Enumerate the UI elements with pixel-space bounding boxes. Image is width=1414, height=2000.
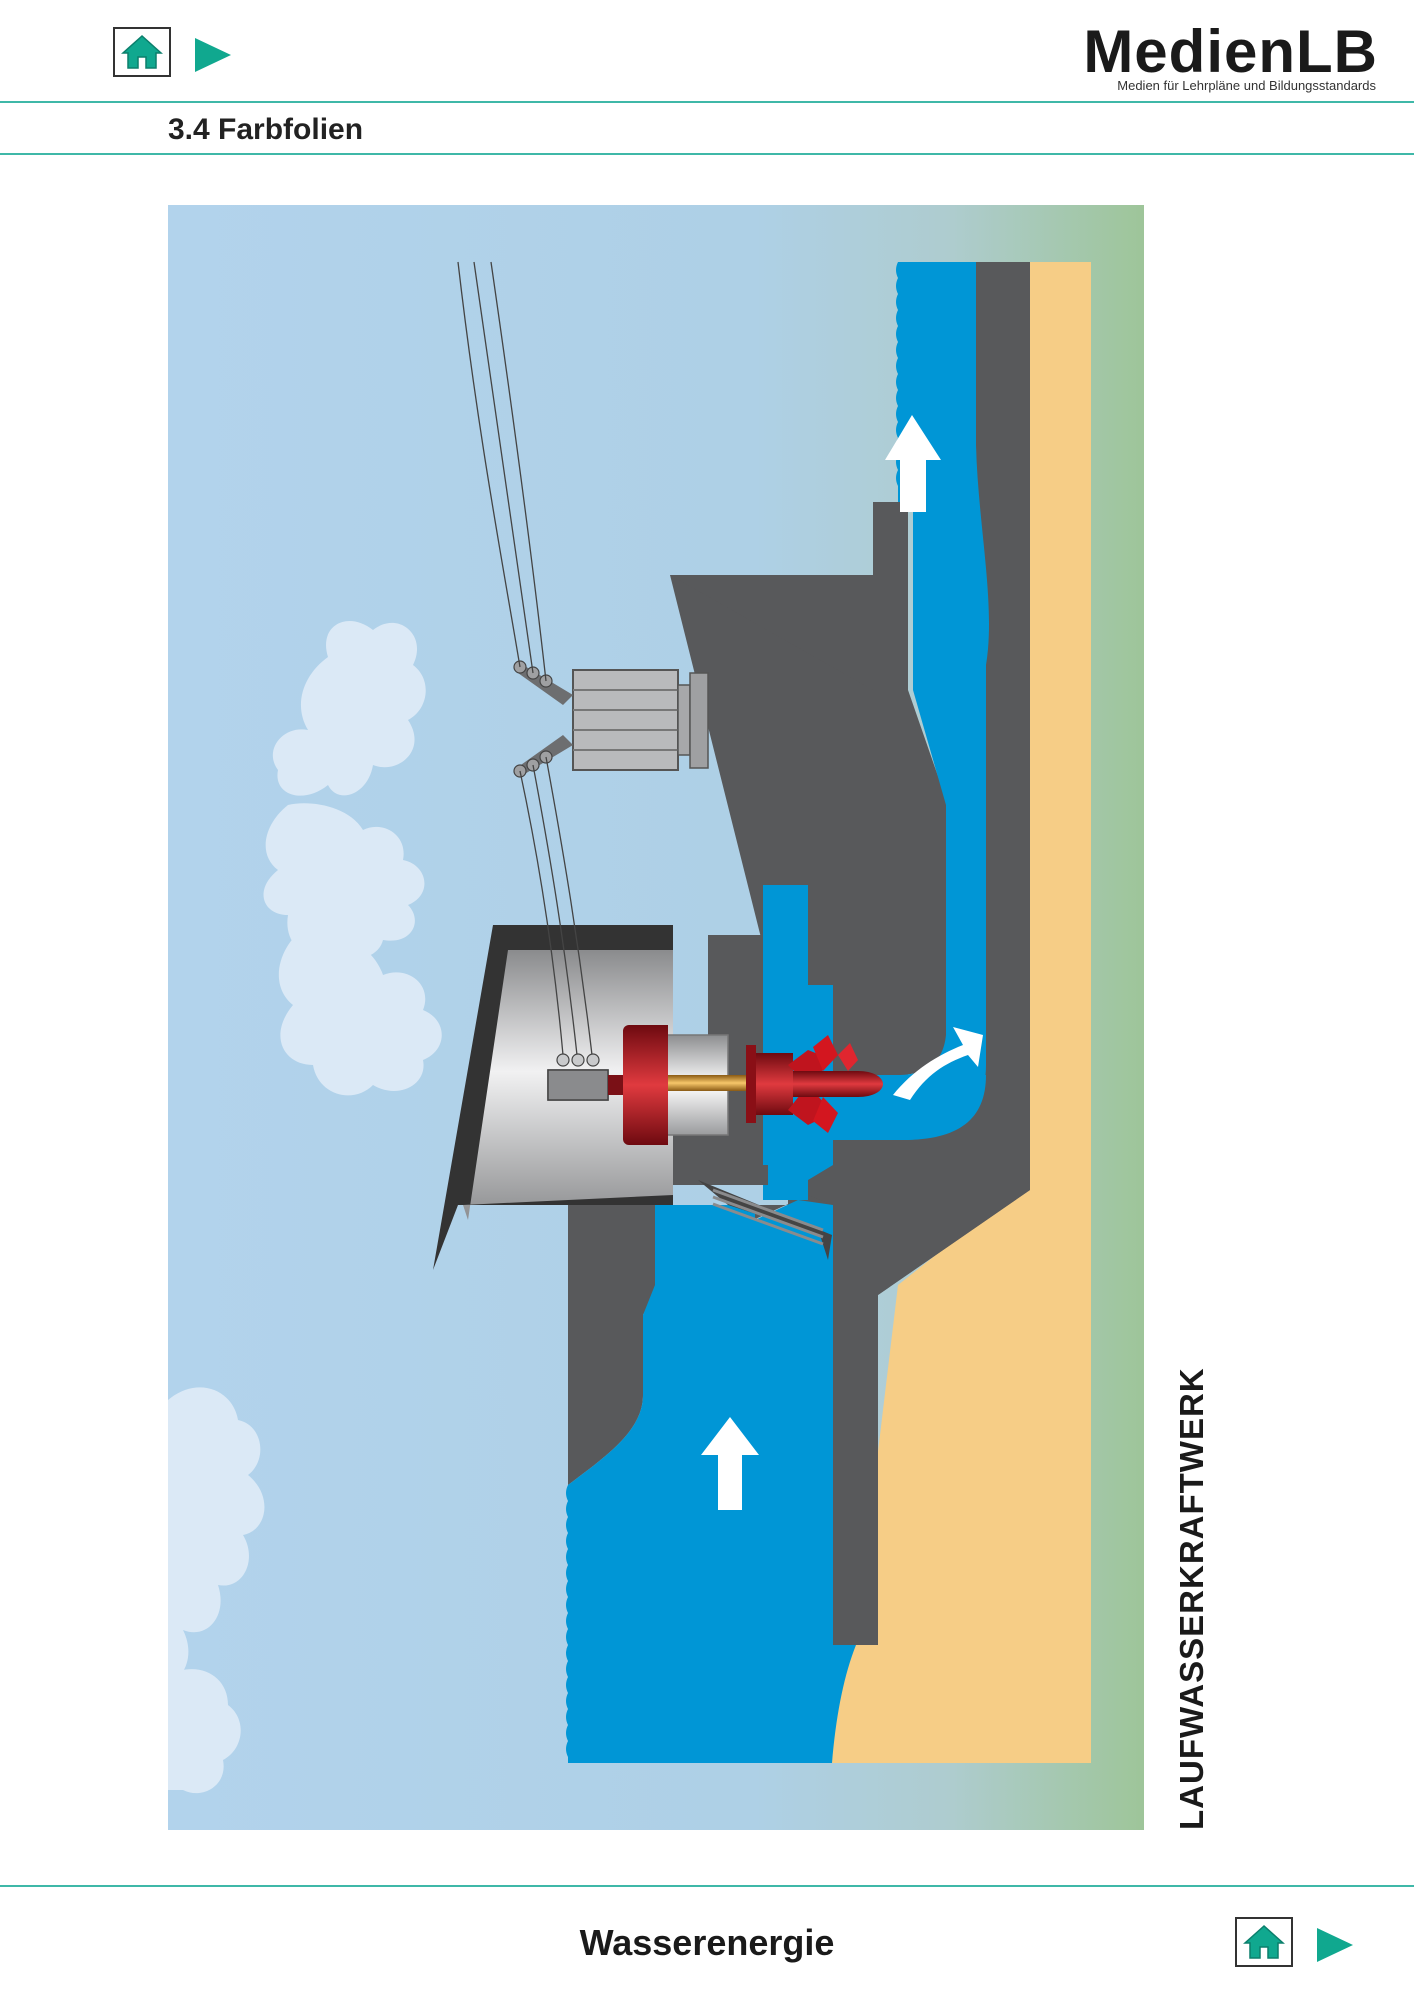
home-button-bottom[interactable] (1235, 1917, 1293, 1967)
water-upstream-intake (568, 1200, 856, 1763)
turbine-hub-mount (753, 1053, 793, 1115)
play-arrow-icon (1317, 1928, 1353, 1962)
flow-arrow-outlet (885, 415, 941, 512)
turbine-blade-2 (813, 1097, 838, 1133)
hydropower-plant-illustration (168, 205, 1144, 1830)
home-icon (121, 34, 163, 69)
brand-logo-title: MedienLB (1083, 18, 1378, 85)
flow-arrows (701, 415, 983, 1510)
header-rule-top (0, 101, 1414, 103)
cloud-upper-2 (263, 803, 425, 959)
water-wave-edge-lower (566, 1485, 568, 1763)
turbine-blade-1 (813, 1035, 838, 1071)
turbine-runner (793, 1071, 883, 1097)
water-outlet-channel (823, 262, 990, 1140)
transformer-fins (573, 689, 678, 751)
transformer-flange (689, 672, 709, 769)
header-rule-bottom (0, 153, 1414, 155)
section-title: 3.4 Farbfolien (168, 113, 364, 146)
dam-structure-block (568, 262, 1030, 1645)
wicket-gate-ring (698, 1165, 768, 1185)
footer-title: Wasserenergie (579, 1922, 835, 1963)
home-button-top[interactable] (113, 27, 171, 77)
turbine-blade-3 (838, 1043, 858, 1071)
play-arrow-icon (195, 38, 231, 72)
flow-arrow-upstream (701, 1417, 759, 1510)
generator-rotor-flange (623, 1025, 663, 1145)
transformer-body (572, 669, 679, 771)
brand-logo-subtitle: Medien für Lehrpläne und Bildungsstandar… (1117, 78, 1376, 93)
guide-vanes (698, 1180, 832, 1260)
transmission-lines (457, 261, 593, 1056)
cloud-middle (278, 925, 442, 1096)
cloud-lower-2 (168, 1669, 241, 1794)
next-page-button-bottom[interactable] (1315, 1926, 1355, 1964)
turbine-shaft (668, 1075, 768, 1091)
insulators-generator (556, 1053, 600, 1067)
home-icon (1243, 1924, 1285, 1959)
diagram-vertical-label: LAUFWASSERKRAFTWERK (1173, 1367, 1210, 1830)
next-page-button-top[interactable] (193, 36, 233, 74)
cloud-lower-1 (168, 1387, 265, 1681)
guide-vane-linkage (712, 1188, 824, 1246)
flow-arrow-curve (893, 1027, 983, 1100)
footer-rule (0, 1885, 1414, 1887)
cloud-upper-1 (272, 620, 426, 796)
